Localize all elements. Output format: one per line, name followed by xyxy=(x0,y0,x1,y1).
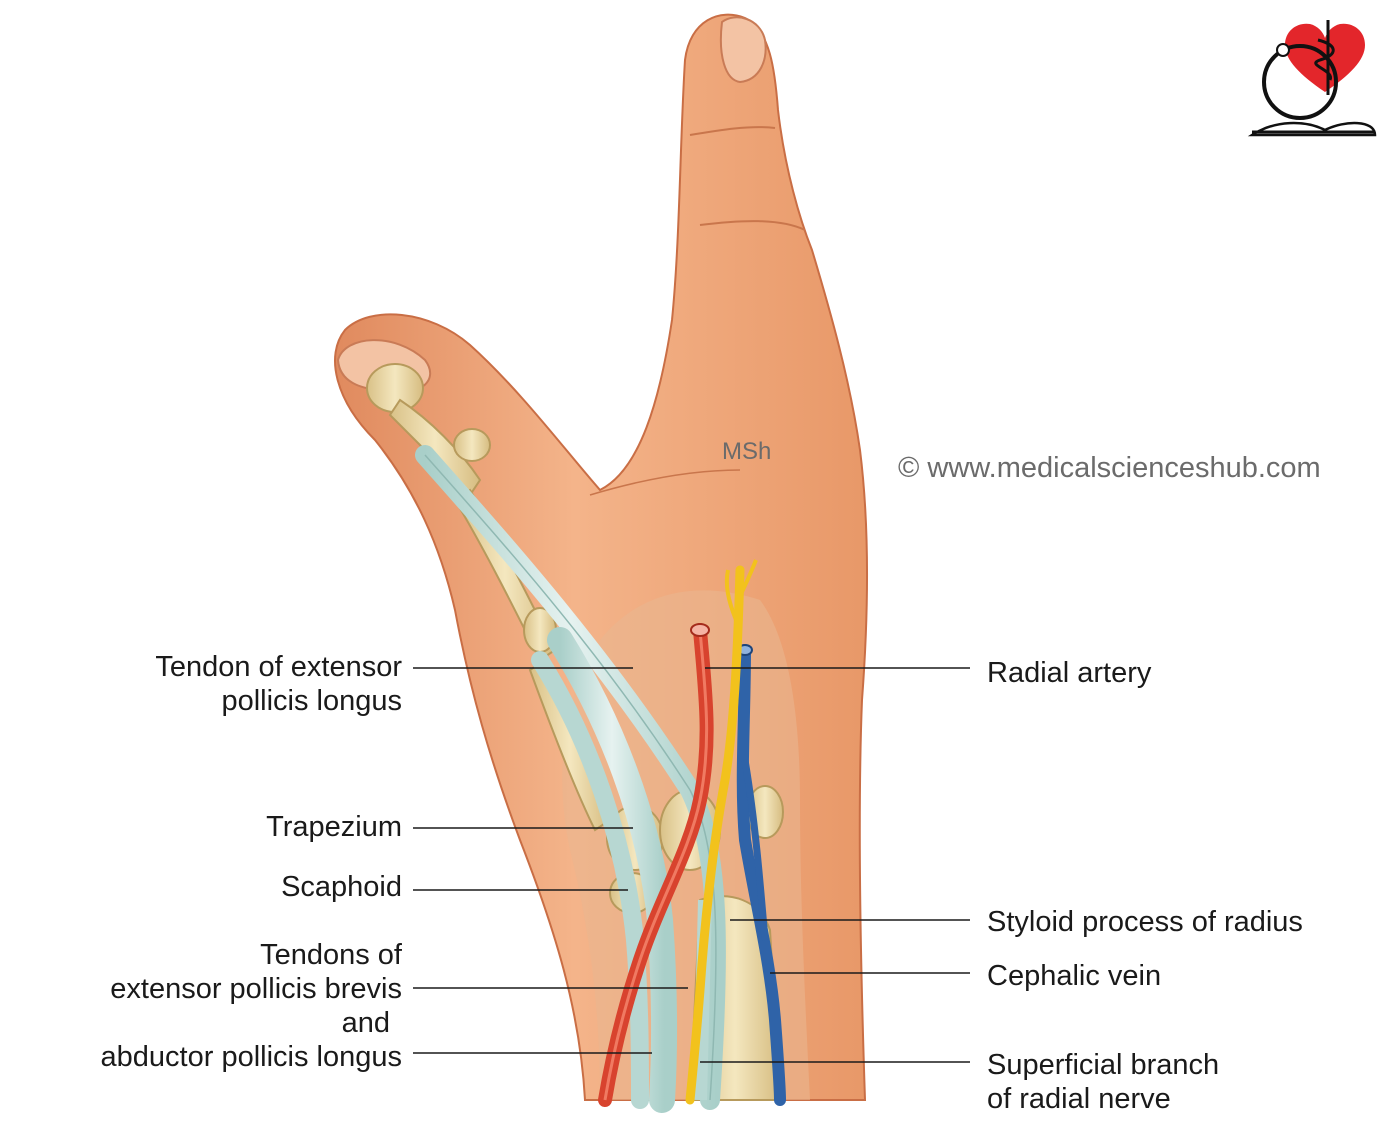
label-radial-nerve-line2: of radial nerve xyxy=(987,1083,1171,1115)
logo-snake-icon xyxy=(1314,38,1335,81)
label-scaphoid: Scaphoid xyxy=(281,871,402,903)
artery-cut-end xyxy=(690,623,710,637)
label-radial-nerve: Superficial branch of radial nerve xyxy=(987,1048,1219,1116)
logo-book-icon xyxy=(1247,121,1377,137)
site-logo xyxy=(1247,20,1377,137)
label-cephalic-vein: Cephalic vein xyxy=(987,960,1162,992)
radial-nerve xyxy=(685,565,745,1105)
logo-stethoscope-icon xyxy=(1262,44,1338,120)
finger-crease xyxy=(699,220,806,231)
label-epl-line1: Tendon of extensor xyxy=(155,651,402,683)
cephalic-vein xyxy=(736,644,786,1106)
label-tendons: Tendons of extensor pollicis brevis and … xyxy=(20,938,402,1074)
label-styloid: Styloid process of radius xyxy=(987,906,1303,938)
label-radial-artery: Radial artery xyxy=(987,657,1152,689)
label-trapezium: Trapezium xyxy=(266,811,402,843)
leader-lines xyxy=(413,667,970,1063)
nerve-branch xyxy=(724,569,738,621)
label-tendons-line2: extensor pollicis brevis xyxy=(110,973,402,1005)
cephalic-vein-tributary xyxy=(741,759,769,941)
watermark-site: © www.medicalscienceshub.com xyxy=(898,452,1321,484)
watermark-mark: MSh xyxy=(722,438,772,465)
radial-artery-highlight xyxy=(603,629,709,1101)
logo-stethoscope-head-icon xyxy=(1276,43,1290,57)
palm-crease xyxy=(589,469,741,496)
nerve-branch xyxy=(736,559,758,601)
label-tendons-line1: Tendons of xyxy=(260,939,402,971)
label-epl: Tendon of extensor pollicis longus xyxy=(60,650,402,718)
finger-crease xyxy=(689,126,776,136)
label-epl-line2: pollicis longus xyxy=(221,685,402,717)
label-tendons-line4: abductor pollicis longus xyxy=(100,1041,402,1073)
index-nail xyxy=(719,16,767,84)
label-radial-nerve-line1: Superficial branch xyxy=(987,1049,1220,1081)
label-tendons-line3: and xyxy=(341,1007,390,1039)
